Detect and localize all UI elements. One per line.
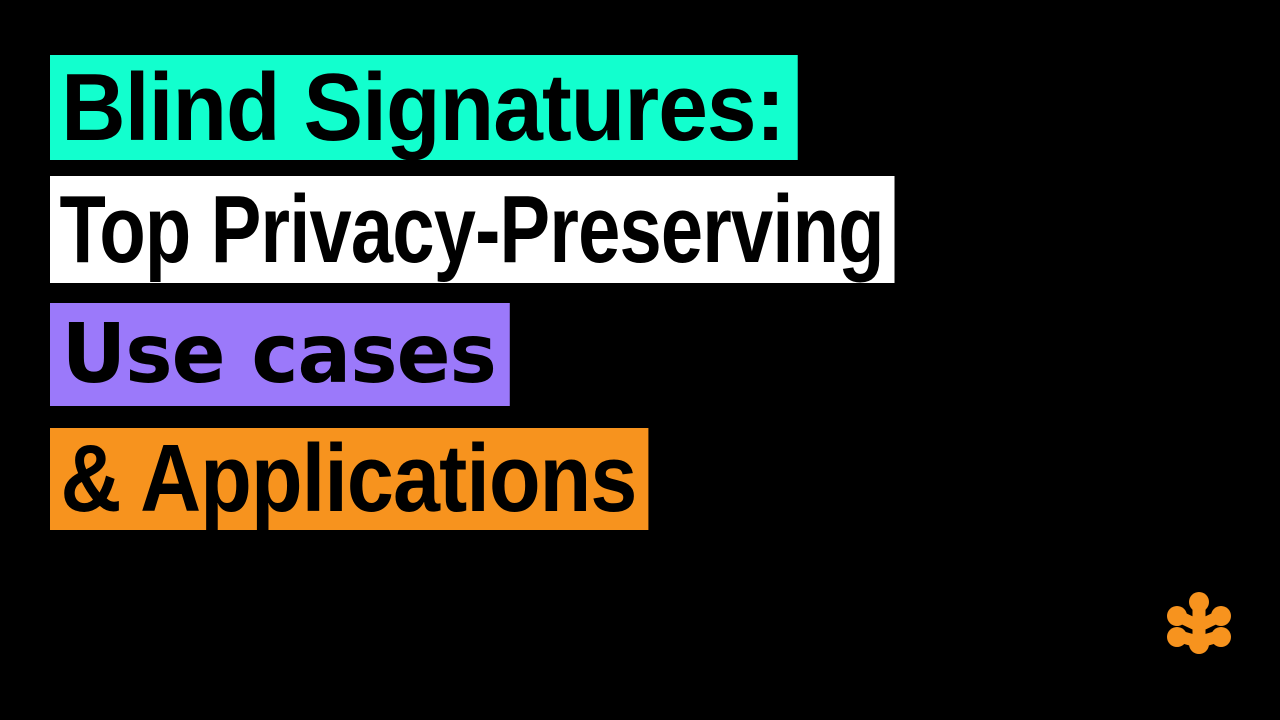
title-line-4: & Applications: [50, 428, 649, 530]
title-stack: Blind Signatures: Top Privacy-Preserving…: [50, 55, 1119, 530]
title-line-2: Top Privacy-Preserving: [50, 176, 895, 283]
molecule-network-logo-icon: [1167, 592, 1231, 654]
brand-logo: [1166, 592, 1232, 654]
title-line-3: Use cases: [50, 303, 510, 406]
title-line-1: Blind Signatures:: [50, 55, 798, 160]
